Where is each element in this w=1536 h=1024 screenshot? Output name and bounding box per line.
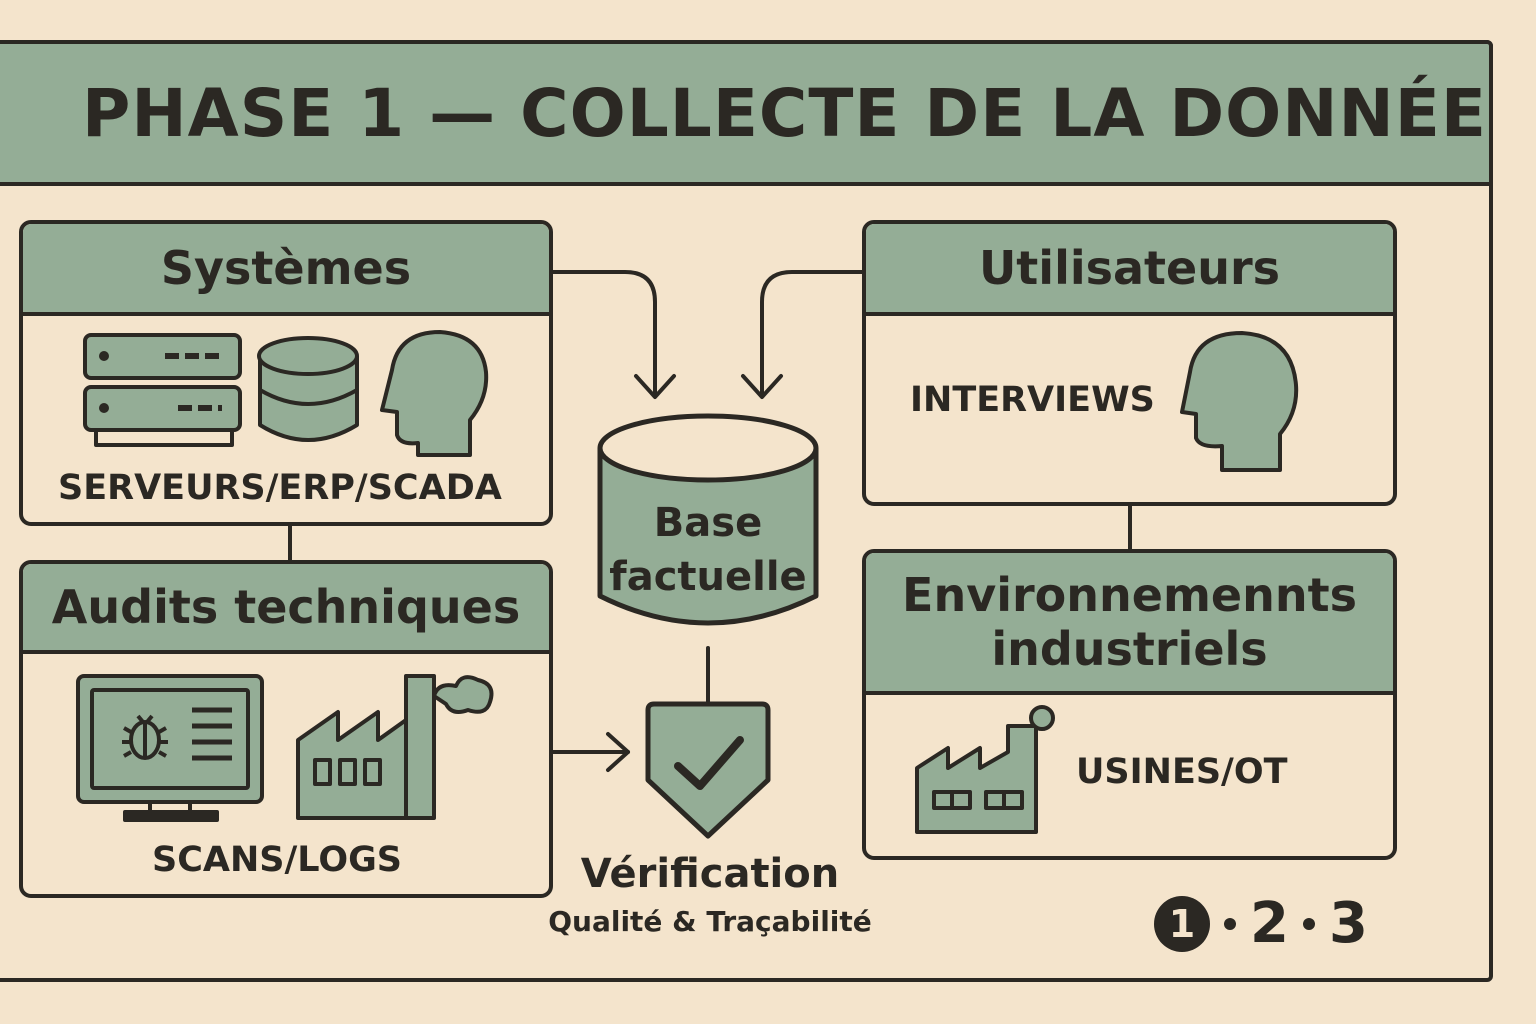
step-indicator: 1 2 3 — [1154, 893, 1368, 955]
step-separator — [1224, 918, 1236, 930]
step-current: 1 — [1154, 896, 1210, 952]
connector-utilisateurs-to-base — [760, 270, 864, 397]
monitor-bug-icon — [76, 674, 264, 822]
utilisateurs-box: Utilisateurs — [862, 220, 1397, 506]
step-3: 3 — [1328, 891, 1368, 956]
step-separator — [1302, 918, 1315, 930]
step-2: 2 — [1250, 891, 1289, 956]
database-label-line1: Base — [653, 500, 763, 546]
database-label-line2: factuelle — [609, 554, 807, 600]
factory-icon — [915, 705, 1055, 834]
systemes-title: Systèmes — [23, 224, 549, 316]
environnements-title: Environnemennts industriels — [866, 553, 1393, 695]
phase-header — [0, 40, 1493, 186]
database-icon — [257, 336, 359, 442]
environnements-title-line2: industriels — [991, 622, 1268, 676]
page-title: PHASE 1 — COLLECTE DE LA DONNÉE — [82, 75, 1487, 152]
connector-systemes-to-base — [550, 270, 657, 397]
arrowhead-audits — [606, 732, 630, 772]
audits-caption: SCANS/LOGS — [152, 840, 403, 880]
checkmark-icon — [674, 736, 744, 790]
utilisateurs-title: Utilisateurs — [866, 224, 1393, 316]
utilisateurs-caption: INTERVIEWS — [910, 380, 1155, 420]
shield-icon — [645, 701, 771, 839]
arrowhead-utilisateurs — [741, 374, 783, 399]
environnements-caption: USINES/OT — [1076, 752, 1288, 792]
environnements-title-line1: Environnemennts — [902, 568, 1357, 622]
verification-subtitle: Qualité & Traçabilité — [548, 905, 872, 938]
database-label: Base factuelle — [598, 496, 818, 604]
arrowhead-systemes — [634, 374, 676, 399]
head-icon — [1180, 331, 1299, 472]
head-icon — [380, 330, 489, 457]
verification-title: Vérification — [580, 851, 840, 897]
factory-icon — [296, 674, 494, 820]
audits-title: Audits techniques — [23, 564, 549, 654]
systemes-caption: SERVEURS/ERP/SCADA — [58, 468, 502, 508]
server-icon — [83, 333, 242, 447]
